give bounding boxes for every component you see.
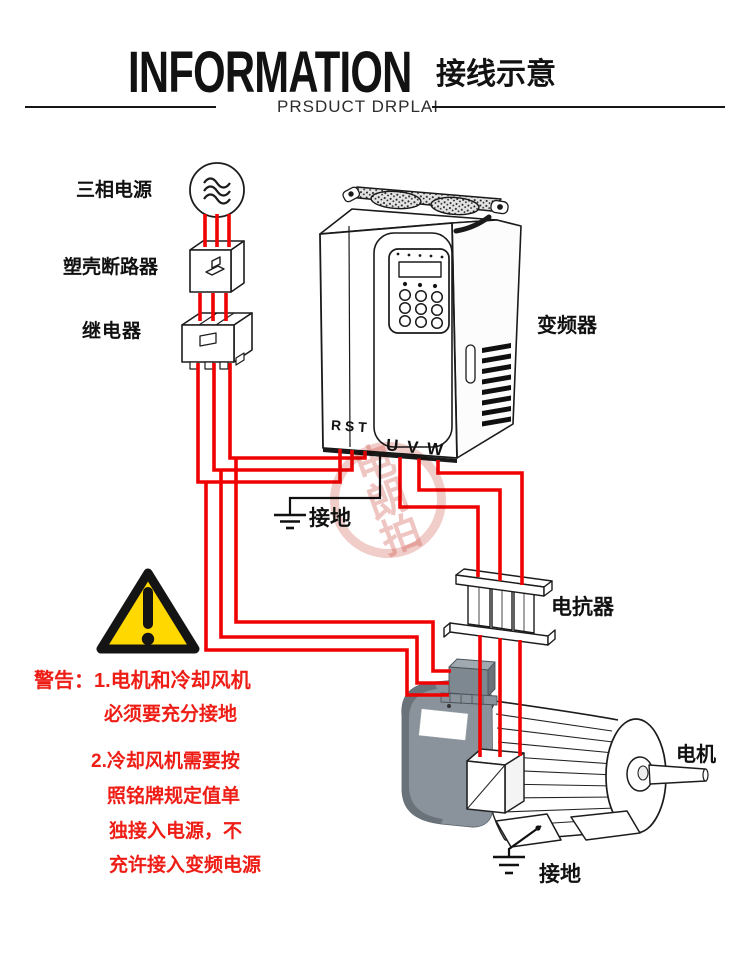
- page-title: INFORMATION: [128, 40, 412, 105]
- motor-drawing: [401, 658, 709, 848]
- warning-line: 警告：1.电机和冷却风机: [34, 670, 251, 692]
- warning-line: 2.冷却风机需要按: [91, 751, 240, 772]
- warning-triangle-icon: [96, 568, 200, 654]
- page-title-cn: 接线示意: [436, 58, 556, 91]
- power-wires: [196, 214, 524, 757]
- relay-box: [181, 312, 253, 370]
- label-power-source: 三相电源: [76, 180, 153, 201]
- fan-grille-icon: [430, 196, 480, 216]
- motor-terminal-box: [466, 748, 525, 814]
- vent-slats: [482, 343, 511, 427]
- warning-line: 独接入电源，不: [109, 821, 243, 842]
- header-rule-left: [25, 106, 216, 108]
- warning-line: 照铭牌规定值单: [107, 786, 241, 807]
- warning-line: 必须要充分接地: [104, 704, 238, 725]
- keypad-display: [398, 261, 442, 278]
- label-reactor: 电抗器: [551, 596, 614, 619]
- header-rule-right: [432, 106, 725, 108]
- breaker-box: [189, 240, 245, 293]
- page-subtitle: PRSDUCT DRPLAI: [277, 97, 439, 116]
- label-output-terminals: U V W: [385, 435, 446, 460]
- keypad: [388, 248, 450, 334]
- label-breaker: 塑壳断路器: [63, 257, 159, 278]
- label-relay: 继电器: [82, 321, 143, 342]
- label-ground-bottom: 接地: [539, 863, 581, 886]
- label-ground-top: 接地: [309, 507, 351, 530]
- motor-shaft: [648, 764, 707, 785]
- motor-foot: [495, 813, 562, 848]
- warning-line: 充许接入变频电源: [109, 855, 262, 876]
- inverter-drawing: [319, 186, 522, 463]
- label-input-terminals: R S T: [330, 416, 368, 436]
- power-source-icon: [189, 162, 245, 218]
- motor-foot: [570, 810, 641, 841]
- motor-nameplate: [418, 708, 469, 741]
- fan-terminal-box: [440, 658, 498, 706]
- label-motor: 电机: [676, 744, 716, 766]
- ground-symbol-bottom: [493, 825, 542, 875]
- label-inverter: 变频器: [537, 315, 597, 337]
- keypad-buttons: [398, 288, 444, 330]
- reactor-drawing: [443, 568, 556, 646]
- fan-grille-icon: [370, 190, 422, 210]
